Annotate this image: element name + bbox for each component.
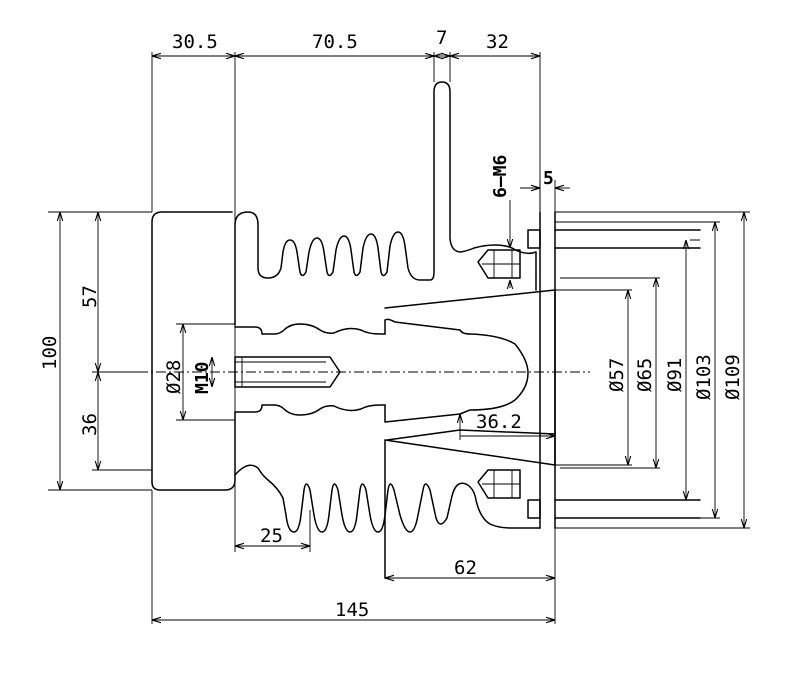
upper-neck xyxy=(234,323,386,335)
left-face xyxy=(151,211,233,483)
dim-thread-m10: M10 xyxy=(192,361,213,394)
dim-dia-65: Ø65 xyxy=(634,358,656,392)
cone-upper xyxy=(384,289,556,466)
dimension-lines xyxy=(48,52,750,624)
lower-body-outline xyxy=(151,411,236,491)
dim-dia-103: Ø103 xyxy=(693,354,715,400)
upper-bolt xyxy=(477,229,701,279)
dim-dia-109: Ø109 xyxy=(722,354,744,400)
dim-flange-thickness: 5 xyxy=(543,168,554,189)
dim-top-b: 70.5 xyxy=(312,31,358,53)
lower-neck xyxy=(234,404,386,416)
insulator-outline xyxy=(120,81,701,579)
dim-stud-length: 25 xyxy=(260,525,283,547)
dim-overall-length: 145 xyxy=(335,599,369,621)
dim-top-c: 7 xyxy=(436,27,447,49)
dim-flange-depth: 62 xyxy=(454,557,477,579)
dim-top-d: 32 xyxy=(486,31,509,53)
lower-sheds xyxy=(234,464,541,533)
dim-dia-91: Ø91 xyxy=(664,358,686,392)
lower-bolt xyxy=(477,469,701,519)
dim-bore-depth: 36.2 xyxy=(476,411,522,433)
inner-bore xyxy=(384,318,529,423)
dim-left-upper: 57 xyxy=(79,285,101,308)
flange-plate xyxy=(535,211,556,529)
dim-top-a: 30.5 xyxy=(172,31,218,53)
dim-left-total: 100 xyxy=(39,336,61,370)
dim-dia-28: Ø28 xyxy=(163,360,185,394)
dim-left-lower: 36 xyxy=(79,413,101,436)
dim-dia-57: Ø57 xyxy=(606,358,628,392)
dimension-labels: 30.5 70.5 7 32 6–M6 5 100 57 36 Ø28 M10 … xyxy=(39,27,744,621)
dim-thread-callout: 6–M6 xyxy=(490,155,511,198)
cone-inner xyxy=(386,429,556,441)
upper-body-outline xyxy=(234,81,537,326)
